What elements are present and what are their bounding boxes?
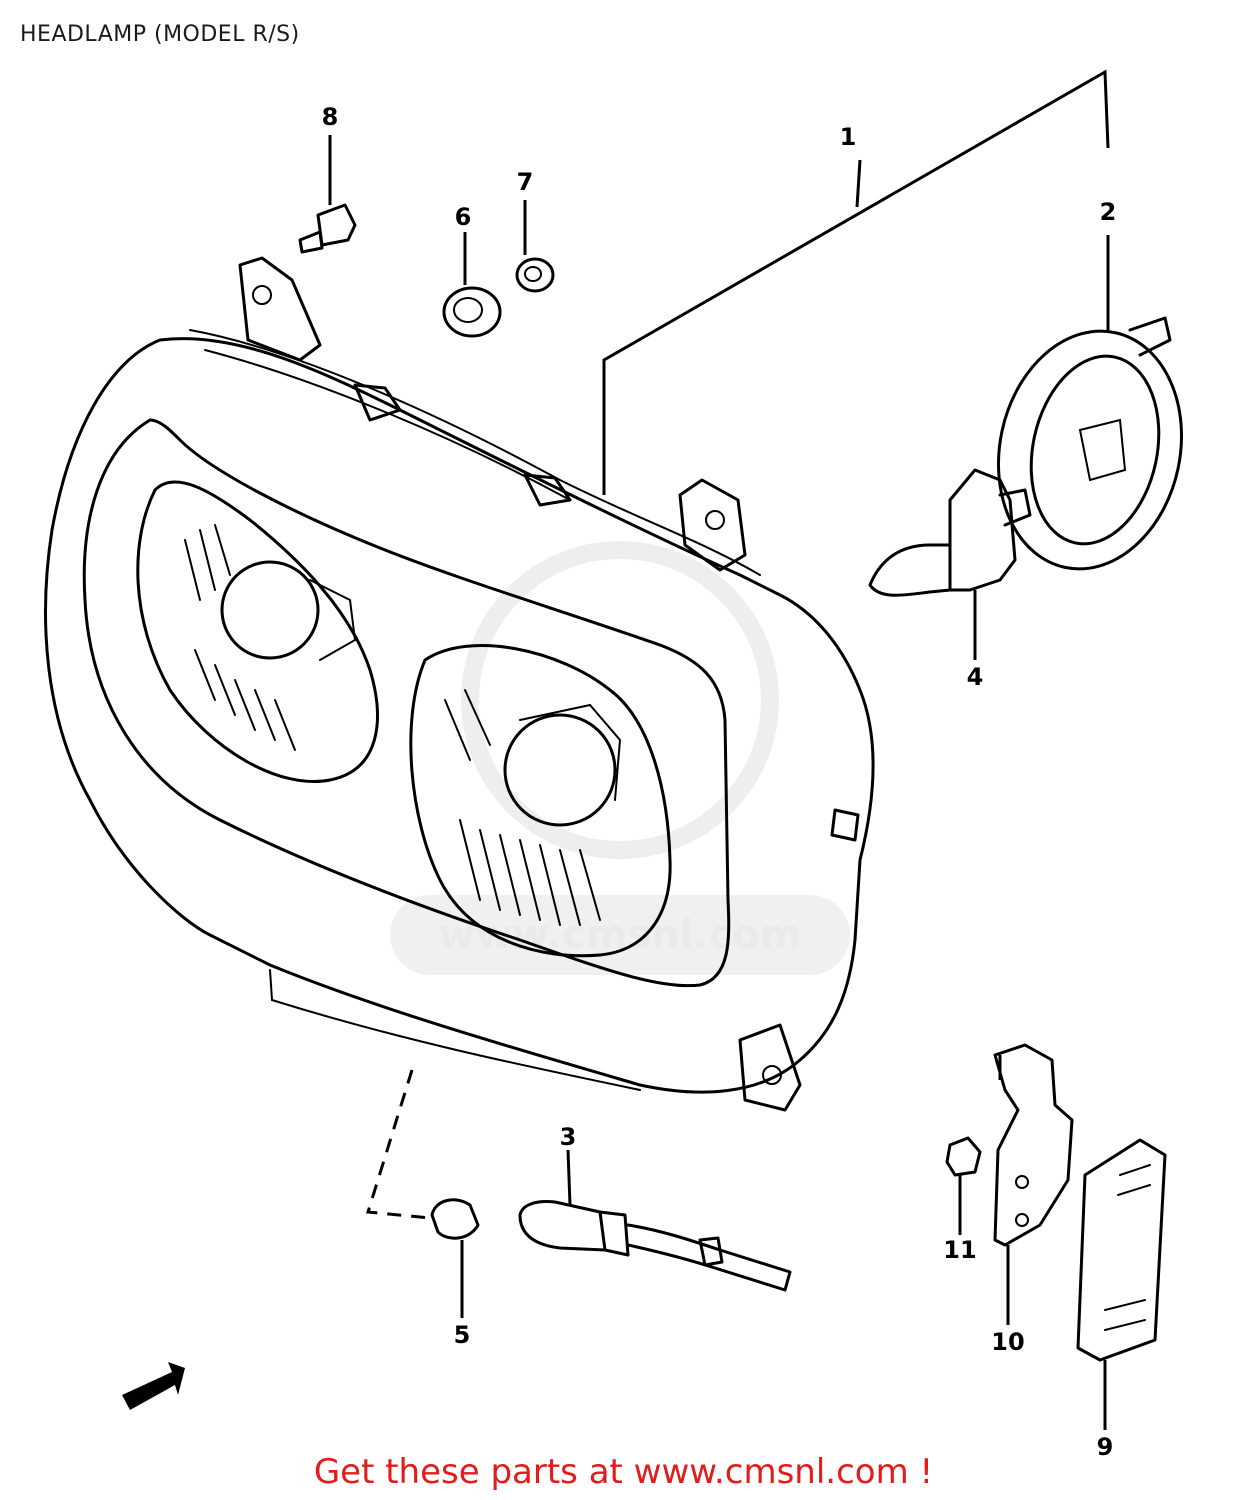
side-reflector bbox=[1076, 1138, 1167, 1362]
callout-8: 8 bbox=[322, 103, 339, 131]
callout-2: 2 bbox=[1100, 198, 1117, 226]
callout-5: 5 bbox=[454, 1321, 471, 1349]
position-bulb bbox=[430, 1198, 480, 1240]
bulb-cover bbox=[996, 316, 1184, 571]
callout-labels: 1 2 3 4 5 6 7 8 9 10 11 bbox=[322, 103, 1117, 1461]
parts-store-link[interactable]: Get these parts at www.cmsnl.com ! bbox=[313, 1452, 934, 1492]
headlamp-housing bbox=[44, 256, 875, 1112]
callout-3: 3 bbox=[560, 1123, 577, 1151]
nut bbox=[945, 1136, 982, 1177]
reflector-bracket bbox=[993, 1043, 1074, 1247]
screw bbox=[298, 203, 357, 254]
bulb-socket bbox=[518, 1200, 792, 1292]
headlight-bulb bbox=[868, 468, 1032, 597]
leader-lines bbox=[328, 69, 1110, 1430]
callout-4: 4 bbox=[967, 663, 984, 691]
grommet bbox=[442, 286, 502, 338]
watermark: www.cmsnl.com bbox=[390, 541, 850, 975]
callout-7: 7 bbox=[517, 168, 534, 196]
front-direction-arrow-icon bbox=[122, 1362, 185, 1410]
diagram-title: HEADLAMP (MODEL R/S) bbox=[20, 22, 300, 47]
callout-11: 11 bbox=[943, 1236, 976, 1264]
callout-10: 10 bbox=[991, 1328, 1024, 1356]
callout-6: 6 bbox=[455, 203, 472, 231]
callout-9: 9 bbox=[1097, 1433, 1114, 1461]
washer bbox=[515, 257, 555, 293]
callout-1: 1 bbox=[840, 123, 857, 151]
